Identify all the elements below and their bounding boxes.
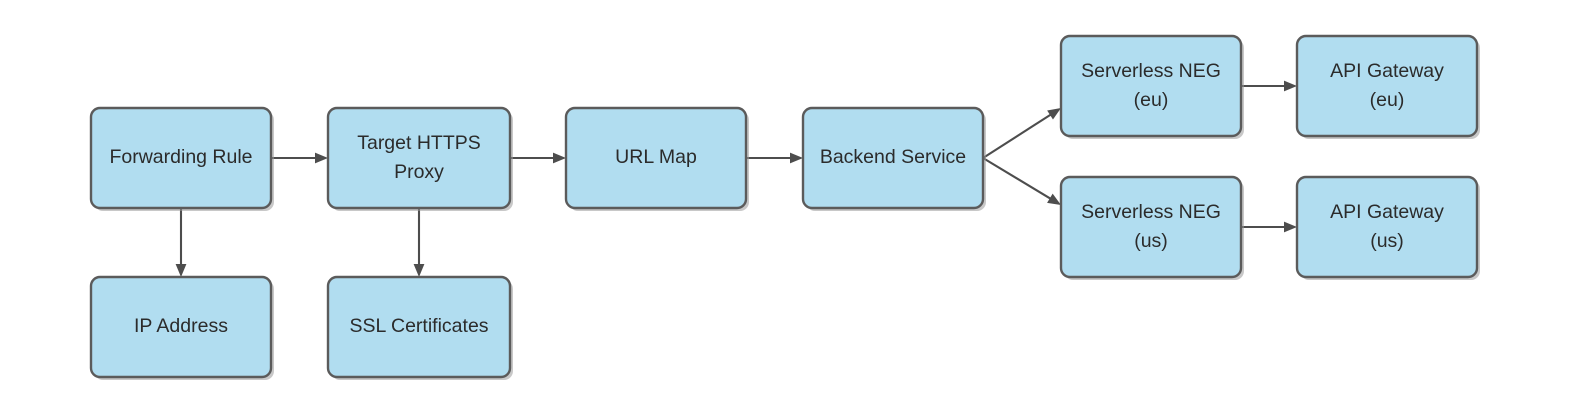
node-box[interactable] xyxy=(1059,175,1243,279)
edge-forwarding-rule-to-target-https-proxy xyxy=(271,152,328,164)
node-label-secondary: (us) xyxy=(1370,230,1404,252)
node-serverless-neg-eu[interactable]: Serverless NEG (eu) xyxy=(1059,34,1244,139)
node-box[interactable] xyxy=(1295,34,1479,138)
node-box[interactable] xyxy=(564,106,748,210)
edge-target-https-proxy-to-ssl-certificates xyxy=(413,208,425,277)
node-label: API Gateway xyxy=(1330,201,1444,223)
node-label-secondary: (eu) xyxy=(1134,89,1169,111)
node-label: URL Map xyxy=(615,146,697,168)
node-label: Backend Service xyxy=(820,146,966,168)
node-box[interactable] xyxy=(89,106,273,210)
node-label-secondary: (us) xyxy=(1134,230,1168,252)
node-forwarding-rule[interactable]: Forwarding Rule xyxy=(89,106,274,211)
node-serverless-neg-us[interactable]: Serverless NEG (us) xyxy=(1059,175,1244,280)
edges-layer xyxy=(175,80,1297,277)
edge-backend-service-to-serverless-neg-us xyxy=(982,157,1061,205)
edge-backend-service-to-serverless-neg-eu xyxy=(982,108,1061,159)
edge-serverless-neg-us-to-api-gateway-us xyxy=(1241,221,1297,233)
node-box[interactable] xyxy=(326,275,512,379)
node-label-secondary: (eu) xyxy=(1370,89,1405,111)
node-backend-service[interactable]: Backend Service xyxy=(801,106,986,211)
node-label: Serverless NEG xyxy=(1081,60,1221,82)
node-box[interactable] xyxy=(801,106,985,210)
node-label: Serverless NEG xyxy=(1081,201,1221,223)
node-label: IP Address xyxy=(134,315,228,337)
node-box[interactable] xyxy=(89,275,273,379)
node-api-gateway-eu[interactable]: API Gateway (eu) xyxy=(1295,34,1480,139)
edge-forwarding-rule-to-ip-address xyxy=(175,208,187,277)
nodes-layer: Forwarding Rule Target HTTPS Proxy URL Map B… xyxy=(89,34,1480,380)
node-label-secondary: Proxy xyxy=(394,161,444,183)
node-box[interactable] xyxy=(1295,175,1479,279)
edge-url-map-to-backend-service xyxy=(746,152,803,164)
node-label: Forwarding Rule xyxy=(109,146,252,168)
node-api-gateway-us[interactable]: API Gateway (us) xyxy=(1295,175,1480,280)
node-box[interactable] xyxy=(326,106,512,210)
node-ip-address[interactable]: IP Address xyxy=(89,275,274,380)
edge-target-https-proxy-to-url-map xyxy=(510,152,566,164)
node-url-map[interactable]: URL Map xyxy=(564,106,749,211)
node-label: Target HTTPS xyxy=(357,132,481,154)
node-box[interactable] xyxy=(1059,34,1243,138)
node-label: API Gateway xyxy=(1330,60,1444,82)
edge-serverless-neg-eu-to-api-gateway-eu xyxy=(1241,80,1297,92)
node-target-https-proxy[interactable]: Target HTTPS Proxy xyxy=(326,106,513,211)
node-label: SSL Certificates xyxy=(349,315,488,337)
node-ssl-certificates[interactable]: SSL Certificates xyxy=(326,275,513,380)
